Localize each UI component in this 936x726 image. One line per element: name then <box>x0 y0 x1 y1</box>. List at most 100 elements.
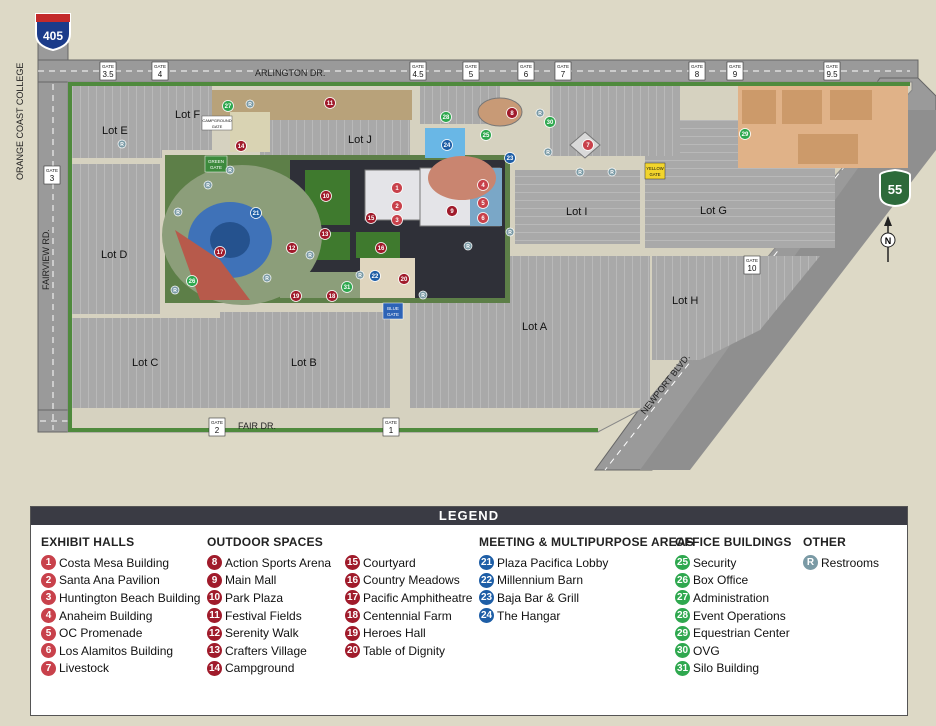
gate-number: 9 <box>733 70 738 79</box>
barn <box>830 90 872 120</box>
legend-label: Security <box>693 555 737 570</box>
legend-label: Huntington Beach Building <box>59 590 201 605</box>
legend-label: Santa Ana Pavilion <box>59 573 160 588</box>
lot-a: Lot A <box>522 321 548 333</box>
lot-i: Lot I <box>566 206 587 218</box>
map-marker-number: 19 <box>293 294 300 300</box>
restroom-marker: R <box>355 270 365 280</box>
restroom-symbol: R <box>176 210 180 216</box>
map-marker-number: 30 <box>547 120 554 126</box>
legend-badge: 1 <box>41 555 56 571</box>
interstate-number: 405 <box>43 29 63 43</box>
legend-label: Livestock <box>59 661 110 676</box>
restroom-marker: R <box>535 108 545 118</box>
map-marker-11: 11 <box>324 97 336 109</box>
legend-badge: 14 <box>207 660 222 676</box>
map-marker-10: 10 <box>320 190 332 202</box>
legend-heading: MEETING & MULTIPURPOSE AREAS <box>479 535 694 549</box>
gate-word: GATE <box>746 258 758 263</box>
legend-badge: 19 <box>345 625 360 641</box>
legend-badge: 29 <box>675 625 690 641</box>
restroom-marker: R <box>245 99 255 109</box>
blue-gate-word: BLUE <box>387 306 399 311</box>
map-marker-22: 22 <box>369 270 381 282</box>
map-marker-28: 28 <box>440 111 452 123</box>
campground-gate-label: GATE <box>212 124 223 129</box>
legend-badge: 21 <box>479 555 494 571</box>
map-marker-number: 17 <box>217 250 224 256</box>
restroom-symbol: R <box>546 150 550 156</box>
map-marker-number: 1 <box>395 186 399 192</box>
legend-label: Table of Dignity <box>363 643 446 658</box>
gate-word: GATE <box>729 64 741 69</box>
map-marker-29: 29 <box>739 128 751 140</box>
restroom-symbol: R <box>248 102 252 108</box>
legend-badge: 6 <box>41 643 56 659</box>
map-marker-17: 17 <box>214 246 226 258</box>
legend-badge: 3 <box>41 590 56 606</box>
legend-badge: R <box>803 555 818 571</box>
map-marker-24: 24 <box>441 139 453 151</box>
restroom-symbol: R <box>265 276 269 282</box>
restroom-marker: R <box>225 165 235 175</box>
legend-title: LEGEND <box>31 507 907 525</box>
restroom-symbol: R <box>173 288 177 294</box>
map-marker-number: 28 <box>443 115 450 121</box>
lot-d: Lot D <box>101 249 127 261</box>
gate-number: 4 <box>158 70 163 79</box>
fair-label: FAIR DR. <box>238 421 276 431</box>
fairgrounds-map: 405 55 N ARLINGTON DR. FAIR DR. FAIRVIEW… <box>15 13 936 471</box>
restroom-marker: R <box>607 167 617 177</box>
legend-label: Baja Bar & Grill <box>497 590 580 605</box>
map-marker-21: 21 <box>250 207 262 219</box>
legend-badge: 30 <box>675 643 690 659</box>
restroom-marker: R <box>418 290 428 300</box>
parking-lots <box>70 84 835 408</box>
restroom-symbol: R <box>421 293 425 299</box>
map-marker-30: 30 <box>544 116 556 128</box>
map-marker-number: 8 <box>510 111 514 117</box>
compass-label: N <box>885 236 892 246</box>
map-marker-9: 9 <box>446 205 458 217</box>
legend-label: Restrooms <box>821 555 880 570</box>
green-gate-label: GATE <box>210 165 222 170</box>
gate-word: GATE <box>691 64 703 69</box>
map-marker-number: 3 <box>395 218 399 224</box>
map-marker-4: 4 <box>477 179 489 191</box>
map-marker-number: 24 <box>444 143 451 149</box>
lot-b: Lot B <box>291 357 317 369</box>
lot-g: Lot G <box>700 205 727 217</box>
legend-label: Event Operations <box>693 608 786 623</box>
gate-word: GATE <box>211 420 223 425</box>
map-marker-26: 26 <box>186 275 198 287</box>
legend-label: Park Plaza <box>225 590 284 605</box>
arena <box>798 134 858 164</box>
map-marker-number: 26 <box>189 279 196 285</box>
restroom-marker: R <box>173 207 183 217</box>
gate-number: 9.5 <box>826 70 838 79</box>
restroom-marker: R <box>305 250 315 260</box>
map-marker-number: 23 <box>507 156 514 162</box>
lot-f: Lot F <box>175 109 200 121</box>
green-gate: GREEN GATE <box>204 155 228 173</box>
lot-c: Lot C <box>132 357 158 369</box>
restroom-marker: R <box>543 147 553 157</box>
